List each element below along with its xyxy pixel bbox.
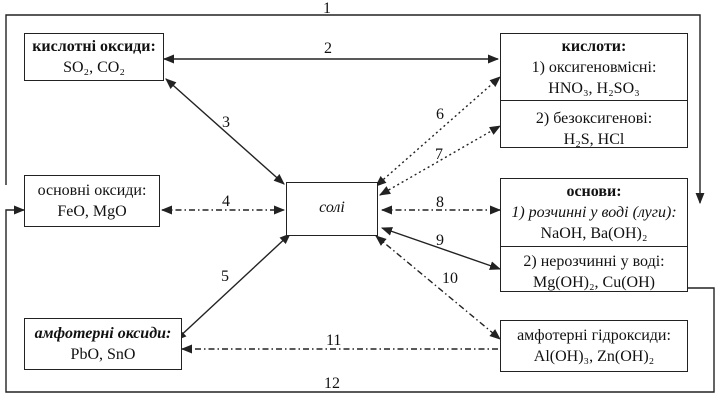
connector-5	[175, 233, 291, 341]
amphoteric-oxides-box: амфотерні оксиди: PbO, SnO	[24, 318, 182, 370]
connector-1	[5, 14, 705, 205]
acids-oxygenfree-formulas: H₂S, HCl	[563, 131, 625, 148]
acid-oxides-title: кислотні оксиди:	[32, 38, 156, 55]
salts-box: солі	[286, 182, 378, 236]
bases-soluble-title: 1) розчинні у воді (луги):	[511, 204, 677, 221]
connector-label-6: 6	[436, 106, 444, 123]
connector-label-4: 4	[222, 193, 230, 210]
salts-title: солі	[319, 199, 345, 216]
acid-oxides-box: кислотні оксиди: SO₂, CO₂	[24, 33, 164, 81]
amphoteric-oxides-formulas: PbO, SnO	[70, 346, 136, 363]
connector-label-11: 11	[326, 332, 342, 349]
connector-6	[375, 76, 501, 187]
amphoteric-hydroxides-formulas: Al(OH)₃, Zn(OH)₂	[533, 348, 655, 365]
connector-7	[379, 125, 501, 196]
connector-label-8: 8	[436, 194, 444, 211]
connector-12	[5, 205, 715, 393]
bases-soluble-formulas: NaOH, Ba(OH)₂	[540, 225, 648, 242]
acid-oxides-formulas: SO₂, CO₂	[63, 59, 125, 76]
basic-oxides-formulas: FeO, MgO	[57, 203, 127, 220]
connector-label-9: 9	[436, 232, 444, 249]
basic-oxides-title: основні оксиди:	[37, 182, 147, 199]
amphoteric-hydroxides-title: амфотерні гідроксиди:	[517, 327, 671, 344]
acids-box: кислоти: 1) оксигеновмісні: HNO₃, H₂SO₃ …	[500, 33, 688, 148]
connector-label-5: 5	[221, 268, 229, 285]
basic-oxides-box: основні оксиди: FeO, MgO	[24, 175, 160, 227]
acids-oxygen-formulas: HNO₃, H₂SO₃	[548, 80, 640, 97]
connector-3	[165, 78, 285, 185]
bases-box: основи: 1) розчинні у воді (луги): NaOH,…	[500, 178, 688, 292]
bases-title: основи:	[566, 183, 622, 200]
bases-insoluble-formulas: Mg(OH)₂, Cu(OH)	[532, 274, 655, 291]
connector-label-12: 12	[324, 375, 340, 392]
acids-divider	[501, 100, 687, 101]
connector-label-10: 10	[442, 270, 458, 287]
bases-insoluble-title: 2) нерозчинні у воді:	[523, 253, 665, 270]
acids-oxygenfree-title: 2) безоксигенові:	[535, 110, 653, 127]
connector-label-3: 3	[222, 114, 230, 131]
connector-10	[375, 235, 501, 340]
connector-label-2: 2	[324, 40, 332, 57]
bases-divider	[501, 246, 687, 247]
amphoteric-oxides-title: амфотерні оксиди:	[34, 325, 172, 342]
connector-label-7: 7	[435, 146, 443, 163]
acids-title: кислоти:	[561, 38, 627, 55]
connector-label-1: 1	[323, 0, 331, 17]
amphoteric-hydroxides-box: амфотерні гідроксиди: Al(OH)₃, Zn(OH)₂	[500, 320, 688, 372]
acids-oxygen-title: 1) оксигеновмісні:	[531, 59, 657, 76]
